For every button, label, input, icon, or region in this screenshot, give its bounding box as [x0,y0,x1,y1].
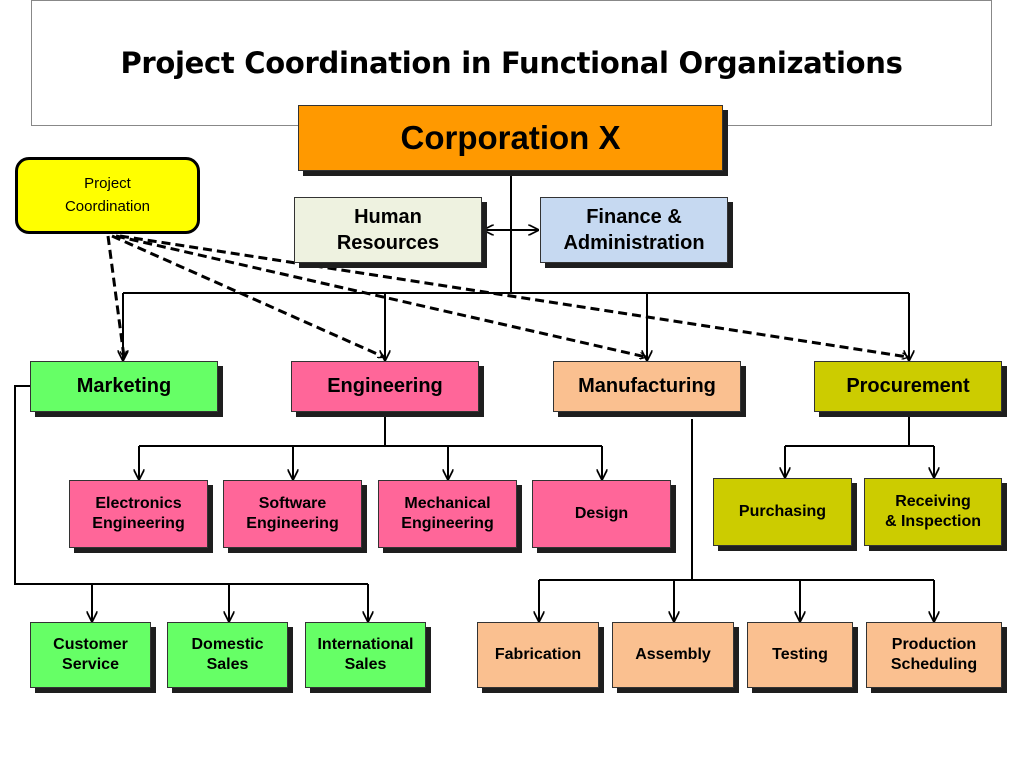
domestic-sales-box: Domestic Sales [167,622,288,688]
engineering-label: Engineering [327,375,443,397]
project-coordination-label: Project Coordination [64,175,151,215]
page-title: Project Coordination in Functional Organ… [120,46,903,80]
mechanical-engineering-box: Mechanical Engineering [378,480,517,548]
electronics-engineering-label: Electronics Engineering [92,495,185,532]
project-coordination-box: Project Coordination [15,157,200,234]
procurement-label: Procurement [846,375,970,397]
corporation-x-box: Corporation X [298,105,723,171]
domestic-sales-label: Domestic Sales [191,636,264,673]
international-sales-label: International Sales [317,636,414,673]
receiving-inspection-box: Receiving & Inspection [864,478,1002,546]
assembly-box: Assembly [612,622,734,688]
testing-label: Testing [772,646,828,663]
production-scheduling-label: Production Scheduling [890,636,978,673]
marketing-box: Marketing [30,361,218,412]
design-box: Design [532,480,671,548]
mechanical-engineering-label: Mechanical Engineering [401,495,494,532]
corporation-x-label: Corporation X [400,119,621,157]
assembly-label: Assembly [635,646,711,663]
fabrication-label: Fabrication [494,646,582,663]
electronics-engineering-box: Electronics Engineering [69,480,208,548]
coord-to-marketing-dashed [106,235,124,357]
mkt-trunk-line [14,385,368,585]
customer-service-box: Customer Service [30,622,151,688]
procurement-box: Procurement [814,361,1002,412]
human-resources-label: Human Resources [336,206,440,254]
coord-to-manufacturing-dashed [115,234,646,357]
engineering-box: Engineering [291,361,479,412]
marketing-label: Marketing [76,375,172,397]
coord-to-procurement-dashed [119,234,908,357]
production-scheduling-box: Production Scheduling [866,622,1002,688]
purchasing-box: Purchasing [713,478,852,546]
manufacturing-box: Manufacturing [553,361,741,412]
software-engineering-label: Software Engineering [246,495,339,532]
fabrication-box: Fabrication [477,622,599,688]
receiving-inspection-label: Receiving & Inspection [884,493,981,530]
coord-to-engineering-dashed [111,234,384,359]
finance-administration-box: Finance & Administration [540,197,728,263]
manufacturing-label: Manufacturing [578,375,716,397]
purchasing-label: Purchasing [738,503,827,520]
customer-service-label: Customer Service [53,636,128,673]
international-sales-box: International Sales [305,622,426,688]
human-resources-box: Human Resources [294,197,482,263]
finance-administration-label: Finance & Administration [563,206,705,254]
design-label: Design [574,505,629,522]
testing-box: Testing [747,622,853,688]
software-engineering-box: Software Engineering [223,480,362,548]
